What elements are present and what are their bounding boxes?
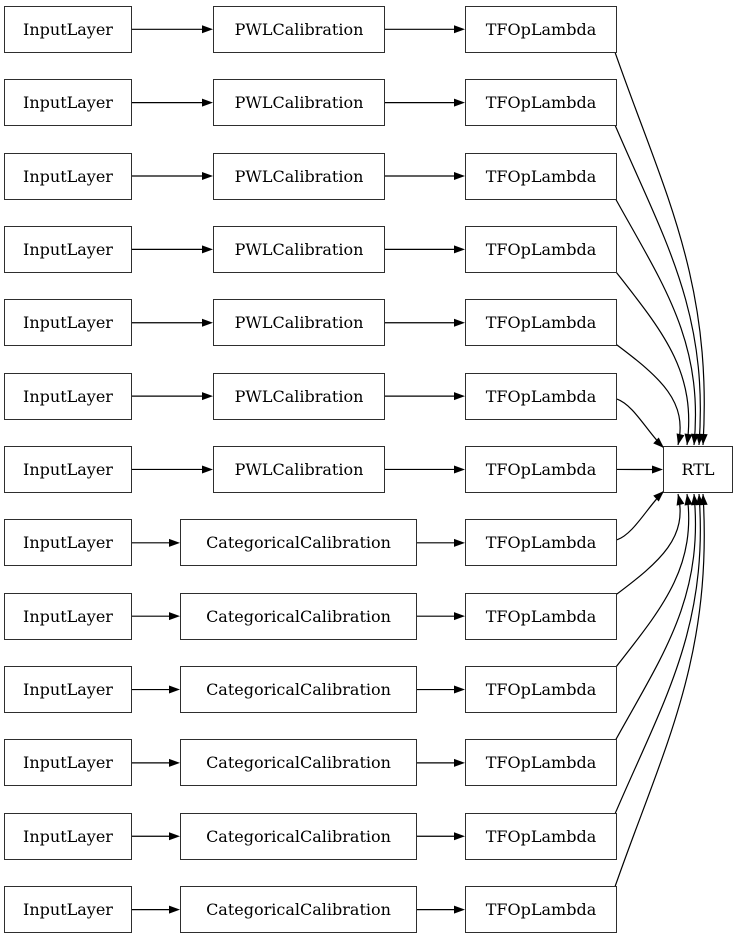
node-tfoplambda: TFOpLambda: [465, 79, 617, 127]
node-tfoplambda: TFOpLambda: [465, 592, 617, 640]
node-categoricalcalibration: CategoricalCalibration: [180, 812, 417, 860]
node-pwlcalibration: PWLCalibration: [213, 372, 385, 420]
node-inputlayer: InputLayer: [4, 739, 132, 787]
arrowhead: [454, 465, 465, 474]
edge-line: [613, 269, 690, 446]
node-pwlcalibration: PWLCalibration: [213, 79, 385, 127]
node-tfoplambda: TFOpLambda: [465, 519, 617, 567]
node-inputlayer: InputLayer: [4, 666, 132, 714]
arrowhead: [454, 25, 465, 34]
arrowhead: [202, 318, 213, 327]
arrowhead: [169, 612, 180, 621]
node-inputlayer: InputLayer: [4, 5, 132, 53]
node-pwlcalibration: PWLCalibration: [213, 299, 385, 347]
node-inputlayer: InputLayer: [4, 812, 132, 860]
arrowhead: [169, 685, 180, 694]
edge-line: [613, 195, 697, 446]
node-categoricalcalibration: CategoricalCalibration: [180, 592, 417, 640]
arrowhead: [454, 392, 465, 401]
node-tfoplambda: TFOpLambda: [465, 886, 617, 934]
node-categoricalcalibration: CategoricalCalibration: [180, 886, 417, 934]
arrowhead: [653, 437, 664, 448]
node-categoricalcalibration: CategoricalCalibration: [180, 519, 417, 567]
edge-line: [613, 493, 690, 670]
arrowhead: [691, 433, 700, 445]
arrowhead: [454, 758, 465, 767]
arrowhead: [202, 465, 213, 474]
arrowhead: [169, 758, 180, 767]
node-tfoplambda: TFOpLambda: [465, 152, 617, 200]
node-pwlcalibration: PWLCalibration: [213, 152, 385, 200]
edge-line: [613, 493, 697, 744]
arrowhead: [676, 433, 685, 445]
edge-line: [613, 493, 701, 817]
arrowhead: [454, 245, 465, 254]
arrowhead: [202, 392, 213, 401]
arrowhead: [454, 905, 465, 914]
node-inputlayer: InputLayer: [4, 592, 132, 640]
node-inputlayer: InputLayer: [4, 519, 132, 567]
node-categoricalcalibration: CategoricalCalibration: [180, 739, 417, 787]
edge-line: [613, 493, 705, 890]
node-pwlcalibration: PWLCalibration: [213, 5, 385, 53]
node-tfoplambda: TFOpLambda: [465, 372, 617, 420]
node-tfoplambda: TFOpLambda: [465, 739, 617, 787]
arrowhead: [454, 538, 465, 547]
node-inputlayer: InputLayer: [4, 372, 132, 420]
node-categoricalcalibration: CategoricalCalibration: [180, 666, 417, 714]
node-tfoplambda: TFOpLambda: [465, 299, 617, 347]
arrowhead: [169, 905, 180, 914]
node-tfoplambda: TFOpLambda: [465, 225, 617, 273]
node-inputlayer: InputLayer: [4, 299, 132, 347]
arrowhead: [202, 172, 213, 181]
node-pwlcalibration: PWLCalibration: [213, 225, 385, 273]
node-tfoplambda: TFOpLambda: [465, 812, 617, 860]
node-tfoplambda: TFOpLambda: [465, 445, 617, 493]
arrowhead: [169, 538, 180, 547]
arrowhead: [202, 25, 213, 34]
arrowhead: [202, 98, 213, 107]
arrowhead: [169, 832, 180, 841]
node-tfoplambda: TFOpLambda: [465, 5, 617, 53]
node-inputlayer: InputLayer: [4, 79, 132, 127]
arrowhead: [454, 172, 465, 181]
arrowhead: [676, 494, 685, 506]
edge-line: [613, 493, 681, 597]
edge-line: [613, 342, 681, 446]
node-pwlcalibration: PWLCalibration: [213, 445, 385, 493]
arrowhead: [454, 832, 465, 841]
arrowhead: [454, 318, 465, 327]
node-rtl: RTL: [663, 446, 733, 493]
node-inputlayer: InputLayer: [4, 445, 132, 493]
arrowhead: [653, 491, 664, 502]
node-inputlayer: InputLayer: [4, 886, 132, 934]
arrowhead: [202, 245, 213, 254]
node-inputlayer: InputLayer: [4, 225, 132, 273]
arrowhead: [684, 433, 693, 445]
node-inputlayer: InputLayer: [4, 152, 132, 200]
arrowhead: [454, 612, 465, 621]
arrowhead: [454, 685, 465, 694]
arrowhead: [684, 494, 693, 506]
edge-line: [613, 122, 701, 446]
arrowhead: [651, 465, 663, 474]
arrowhead: [454, 98, 465, 107]
edge-line: [613, 49, 705, 446]
node-tfoplambda: TFOpLambda: [465, 666, 617, 714]
arrowhead: [699, 494, 708, 506]
